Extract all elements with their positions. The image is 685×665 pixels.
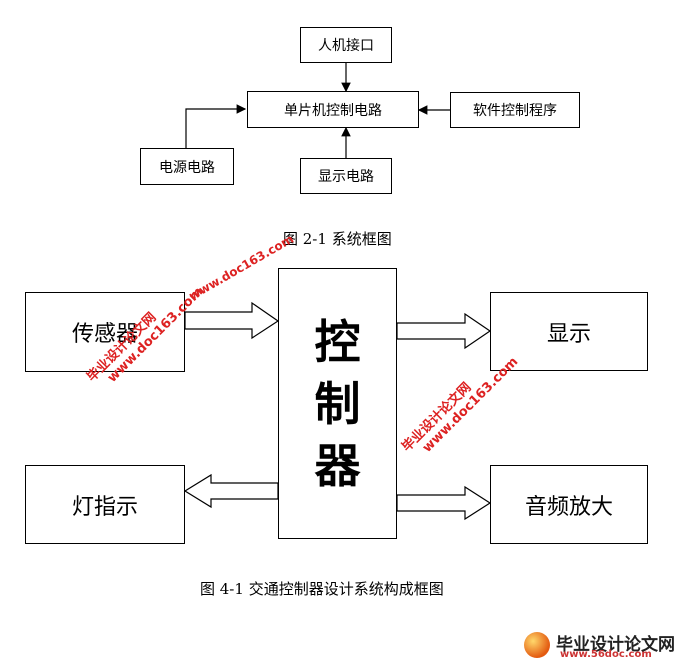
controller-char-2: 制 (314, 376, 361, 431)
human-interface-label: 人机接口 (318, 38, 374, 54)
power-box: 电源电路 (140, 148, 234, 185)
amplifier-box: 音频放大 (490, 465, 648, 544)
sensor-label: 传感器 (71, 322, 138, 347)
display-label: 显示 (546, 321, 591, 347)
footer-logo-title: 毕业设计论文网 (556, 635, 675, 655)
arrow-power-to-mcu (185, 104, 247, 148)
display-circuit-label: 显示电路 (318, 169, 374, 185)
light-box: 灯指示 (25, 465, 185, 544)
light-label: 灯指示 (71, 494, 138, 520)
human-interface-box: 人机接口 (300, 27, 392, 63)
software-label: 软件控制程序 (473, 103, 557, 119)
mcu-control-box: 单片机控制电路 (247, 91, 419, 128)
arrow-sensor-to-controller (184, 301, 280, 340)
diagram2-caption: 图 4-1 交通控制器设计系统构成框图 (200, 580, 444, 598)
controller-char-3: 器 (314, 438, 361, 493)
arrow-controller-to-light (183, 473, 279, 509)
arrow-controller-to-amplifier (396, 485, 492, 521)
footer-logo: 毕业设计论文网 www.56doc.com (520, 628, 680, 662)
controller-box: 控 制 器 (278, 268, 397, 539)
mcu-control-label: 单片机控制电路 (284, 102, 382, 119)
sensor-box: 传感器 (25, 292, 185, 372)
footer-logo-url: www.56doc.com (560, 649, 652, 660)
display-circuit-box: 显示电路 (300, 158, 392, 194)
controller-char-1: 控 (314, 314, 361, 369)
software-box: 软件控制程序 (450, 92, 580, 128)
globe-icon (524, 632, 550, 658)
diagram1-caption: 图 2-1 系统框图 (283, 230, 392, 248)
amplifier-label: 音频放大 (524, 494, 613, 520)
power-label: 电源电路 (159, 159, 215, 176)
arrow-controller-to-display (396, 312, 492, 350)
display-box: 显示 (490, 292, 648, 371)
